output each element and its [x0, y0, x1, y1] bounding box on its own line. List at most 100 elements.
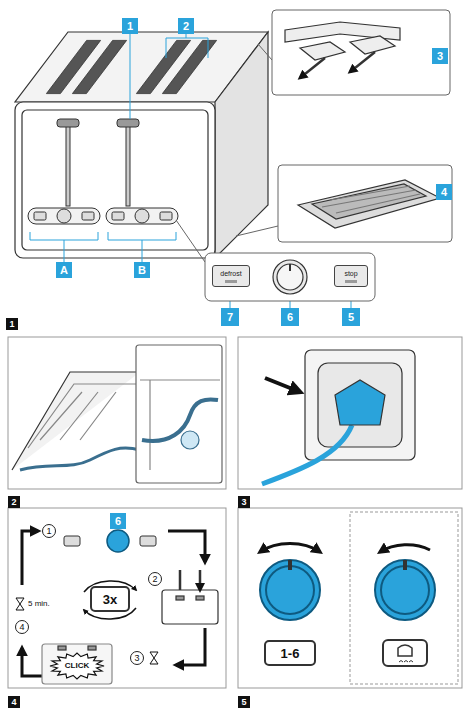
lever	[117, 119, 139, 127]
lever	[66, 126, 70, 206]
node-text: defrost	[220, 270, 241, 277]
browning-dial	[260, 560, 320, 620]
power-socket	[335, 380, 385, 425]
warming-rack	[285, 22, 400, 78]
callout-number: B	[134, 262, 150, 278]
node-text: stop	[344, 270, 357, 277]
control-panel	[106, 208, 178, 224]
mini-controls	[107, 530, 129, 552]
click-burst: CLICK	[49, 652, 105, 680]
figure-frame	[238, 337, 462, 489]
control-knob	[289, 264, 291, 271]
lever	[57, 119, 139, 206]
control-panel	[28, 208, 178, 224]
power-socket	[262, 350, 415, 484]
node-text: B	[138, 265, 146, 276]
mini-toaster	[176, 596, 184, 600]
control-panel	[135, 209, 149, 223]
control-knob	[273, 260, 307, 294]
browning-dial	[288, 560, 292, 570]
node-text: 1	[9, 320, 14, 329]
node-text: 5	[241, 698, 246, 707]
step-number: 1	[42, 524, 56, 538]
node-text: 2	[11, 498, 16, 507]
display-box: 3x	[90, 586, 130, 612]
cord-storage	[140, 380, 220, 470]
node-text: 6	[287, 312, 293, 323]
cord-storage	[28, 384, 136, 448]
figure-number: 4	[8, 696, 20, 708]
node-text: 4	[441, 187, 447, 198]
cord-storage	[142, 399, 218, 441]
repeat-arrow	[84, 581, 136, 619]
callout-number: 6	[110, 513, 126, 529]
power-socket	[318, 363, 402, 447]
cord-storage	[136, 345, 222, 483]
control-panel	[82, 212, 94, 220]
crumb-tray	[312, 184, 426, 219]
node-text: 4	[11, 698, 16, 707]
inset-frame	[205, 253, 375, 301]
leader-line	[166, 34, 208, 58]
warming-rack	[350, 52, 375, 72]
node-text: 3x	[103, 593, 117, 606]
figure-frame	[8, 337, 226, 489]
node-text: 1	[46, 527, 51, 536]
inset-frame	[236, 226, 278, 236]
burst-outline	[50, 653, 104, 679]
control-knob	[277, 264, 303, 290]
cord-storage	[12, 372, 140, 470]
node-text: 1	[127, 21, 133, 32]
control-button: stop	[334, 265, 368, 287]
hourglass-icon	[150, 652, 158, 664]
cycle-arrow	[168, 531, 205, 562]
callout-number: 5	[342, 308, 360, 326]
warming-rack	[350, 36, 395, 54]
figure-number: 1	[6, 318, 18, 330]
defrost-symbol	[383, 640, 427, 666]
mini-toaster	[196, 596, 204, 600]
mini-toaster	[88, 646, 96, 650]
node-text: 4	[19, 623, 24, 632]
node-text: 7	[227, 312, 233, 323]
figure-number: 2	[8, 496, 20, 508]
figure-frame	[8, 337, 462, 688]
mini-toaster	[162, 590, 218, 624]
inset-frame	[258, 44, 272, 60]
defrost-symbol	[398, 645, 412, 656]
control-panel	[28, 208, 100, 224]
figure-number: 3	[238, 496, 250, 508]
defrost-symbol	[383, 640, 427, 666]
cycle-arrow	[176, 628, 205, 665]
callout-number: 2	[178, 18, 194, 34]
control-panel	[57, 209, 71, 223]
toaster-body	[15, 102, 215, 258]
toaster-body	[22, 110, 208, 250]
warming-rack	[300, 42, 345, 60]
lever	[126, 126, 130, 206]
figure-number: 5	[238, 696, 250, 708]
figure-frame	[238, 508, 462, 688]
note-label: 5 min.	[28, 598, 78, 610]
browning-dial	[260, 560, 435, 620]
turn-arrow	[260, 544, 430, 552]
callout-number: 3	[432, 48, 448, 64]
mini-controls	[140, 536, 156, 546]
step-number: 2	[148, 572, 162, 586]
mini-toaster	[180, 570, 200, 590]
toaster-slot	[46, 40, 216, 93]
lever	[57, 119, 79, 127]
step-number: 3	[130, 651, 144, 665]
toaster-body	[215, 32, 268, 258]
control-knob	[273, 260, 307, 294]
defrost-symbol	[399, 661, 413, 663]
cycle-arrow	[22, 648, 42, 676]
cord-storage	[20, 448, 140, 470]
node-text: 3	[134, 654, 139, 663]
callout-number: 4	[436, 184, 452, 200]
node-text: A	[60, 265, 68, 276]
toaster-slot	[72, 40, 126, 93]
power-socket	[265, 378, 300, 392]
node-text: 5	[348, 312, 354, 323]
